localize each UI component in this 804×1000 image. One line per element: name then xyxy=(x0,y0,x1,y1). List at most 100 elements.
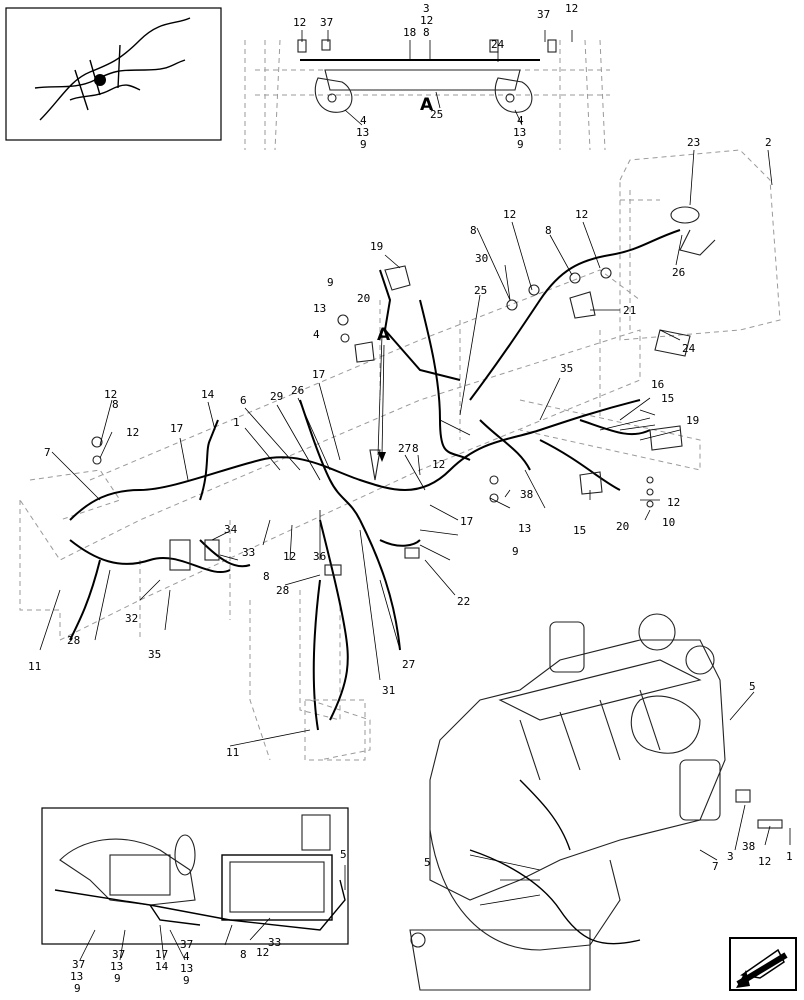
callout-label: 4 xyxy=(313,328,320,341)
callout-label: 8 xyxy=(112,398,119,411)
callout-label: 26 xyxy=(291,384,304,397)
callout-label: 27 xyxy=(398,442,411,455)
callout-label: 14 xyxy=(201,388,215,401)
callout-label: 26 xyxy=(672,266,685,279)
callout-label: 13 xyxy=(110,960,123,973)
callout-label: 17 xyxy=(155,948,168,961)
callout-label: 19 xyxy=(686,414,699,427)
callout-label: 14 xyxy=(155,960,169,973)
callout-label: 12 xyxy=(126,426,139,439)
callout-label: 12 xyxy=(104,388,117,401)
callout-label: 8 xyxy=(545,224,552,237)
callout-label: 8 xyxy=(263,570,270,583)
callout-label: 15 xyxy=(573,524,586,537)
callout-label: 17 xyxy=(312,368,325,381)
callout-label: 38 xyxy=(520,488,533,501)
callout-label: 20 xyxy=(357,292,370,305)
callout-label: 19 xyxy=(370,240,383,253)
callout-label: 8 xyxy=(240,948,247,961)
callout-label: 9 xyxy=(74,982,81,995)
callout-label: 9 xyxy=(517,138,524,151)
callout-label: 8 xyxy=(470,224,477,237)
callout-label: 23 xyxy=(687,136,700,149)
callout-label: 9 xyxy=(114,972,121,985)
callout-label: 3 xyxy=(727,850,734,863)
callout-labels: 12 37 3 12 8 18 37 12 24 25 4 13 9 4 13 … xyxy=(28,2,793,995)
callout-label: 2 xyxy=(765,136,772,149)
leader-lines xyxy=(39,30,791,961)
callout-label: 24 xyxy=(491,38,505,51)
callout-label: 9 xyxy=(327,276,334,289)
callout-label: 12 xyxy=(420,14,433,27)
view-marker: A xyxy=(377,325,391,345)
engine-assembly xyxy=(409,613,783,991)
callout-label: 35 xyxy=(560,362,573,375)
callout-label: 13 xyxy=(313,302,326,315)
callout-label: 12 xyxy=(575,208,588,221)
detail-a-marker: A xyxy=(420,95,434,115)
callout-label: 36 xyxy=(313,550,326,563)
callout-label: 1 xyxy=(233,416,240,429)
callout-label: 20 xyxy=(616,520,629,533)
callout-label: 17 xyxy=(170,422,183,435)
callout-label: 32 xyxy=(125,612,138,625)
callout-label: 30 xyxy=(475,252,488,265)
callout-label: 10 xyxy=(662,516,675,529)
callout-label: 34 xyxy=(224,523,238,536)
callout-label: 17 xyxy=(460,515,473,528)
callout-label: 33 xyxy=(268,936,281,949)
callout-label: 31 xyxy=(382,684,395,697)
callout-label: 35 xyxy=(148,648,161,661)
callout-label: 13 xyxy=(70,970,83,983)
callout-label: 12 xyxy=(256,946,269,959)
callout-label: 15 xyxy=(661,392,674,405)
callout-label: 4 xyxy=(183,950,190,963)
callout-label: 7 xyxy=(44,446,51,459)
callout-label: 6 xyxy=(240,394,247,407)
callout-label: 7 xyxy=(712,860,719,873)
callout-label: 18 xyxy=(403,26,416,39)
callout-label: 12 xyxy=(667,496,680,509)
callout-label: 37 xyxy=(72,958,85,971)
callout-label: 8 xyxy=(412,442,419,455)
callout-label: 24 xyxy=(682,342,696,355)
main-harness xyxy=(69,229,681,731)
callout-label: 22 xyxy=(457,595,470,608)
callout-label: 37 xyxy=(320,16,333,29)
callout-label: 5 xyxy=(749,680,756,693)
callout-label: 21 xyxy=(623,304,636,317)
callout-label: 13 xyxy=(356,126,369,139)
callout-label: 25 xyxy=(430,108,443,121)
right-box xyxy=(619,149,781,341)
callout-label: 8 xyxy=(423,26,430,39)
callout-label: 13 xyxy=(513,126,526,139)
callout-label: 5 xyxy=(340,848,347,861)
callout-label: 37 xyxy=(112,948,125,961)
callout-label: 1 xyxy=(786,850,793,863)
callout-label: 25 xyxy=(474,284,487,297)
callout-label: 38 xyxy=(742,840,755,853)
callout-label: 13 xyxy=(180,962,193,975)
callout-label: 12 xyxy=(283,550,296,563)
chassis-frame xyxy=(19,269,701,761)
callout-label: 27 xyxy=(402,658,415,671)
callout-label: 37 xyxy=(180,938,193,951)
page-nav-arrow[interactable] xyxy=(729,937,797,991)
cab-inset xyxy=(41,807,349,945)
callout-label: 37 xyxy=(537,8,550,21)
view-arrow xyxy=(381,344,385,456)
view-arrow-head xyxy=(378,452,386,462)
callout-label: 12 xyxy=(758,855,771,868)
callout-label: 13 xyxy=(518,522,531,535)
callout-label: 16 xyxy=(651,378,664,391)
callout-label: 11 xyxy=(28,660,41,673)
callout-label: 3 xyxy=(423,2,430,15)
callout-label: 5 xyxy=(424,856,431,869)
callout-label: 9 xyxy=(183,974,190,987)
callout-label: 9 xyxy=(512,545,519,558)
callout-label: 28 xyxy=(67,634,80,647)
callout-label: 12 xyxy=(432,458,445,471)
callout-label: 29 xyxy=(270,390,283,403)
callout-label: 28 xyxy=(276,584,289,597)
